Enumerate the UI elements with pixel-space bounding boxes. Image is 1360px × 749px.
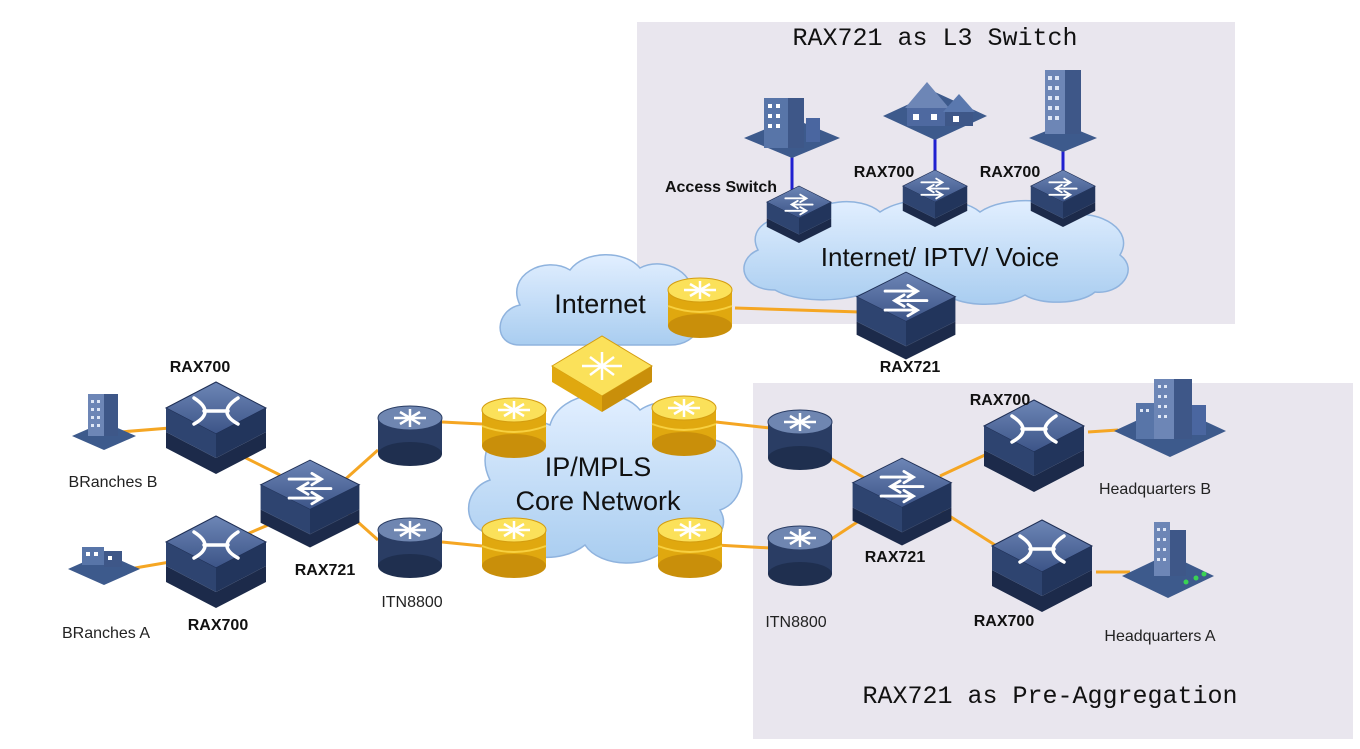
branches-a-label: BRanches A (62, 625, 150, 642)
itn8800-left-top-device (376, 404, 444, 468)
link-branch-a-rax700 (134, 560, 171, 570)
headquarters-b-building-icon (1114, 379, 1226, 457)
link-gold-itn-right-top (715, 420, 771, 430)
rax700-top-right-label: RAX700 (980, 164, 1041, 181)
core-network-label-line2: Core Network (515, 486, 681, 516)
core-network-label-line1: IP/MPLS (545, 452, 652, 482)
gold-router-core-right-bottom (656, 516, 724, 580)
branches-b-label: BRanches B (69, 474, 158, 491)
link-rax700-right-top-hqb (1087, 428, 1119, 434)
link-branch-b-rax700 (119, 426, 171, 434)
service-cloud-label: Internet/ IPTV/ Voice (821, 242, 1059, 272)
rax700-top-mid-label: RAX700 (854, 164, 915, 181)
link-rax721-rax700-right-top (939, 453, 986, 478)
building-tower-icon (1029, 70, 1097, 152)
rax721-right-label: RAX721 (865, 549, 926, 566)
internet-cloud-label: Internet (554, 289, 646, 319)
rax700-right-bottom-label: RAX700 (974, 613, 1035, 630)
link-gold-internet-rax721 (734, 306, 861, 314)
internet-cloud: Internet (499, 254, 701, 346)
rax700-left-top-label: RAX700 (170, 359, 231, 376)
branches-b-building-icon (72, 394, 136, 450)
headquarters-b-label: Headquarters B (1099, 481, 1211, 498)
gold-diamond-router (550, 334, 654, 414)
itn8800-left-bottom-device (376, 516, 444, 580)
gold-router-core-right-top (650, 394, 718, 458)
link-gold-itn-right-bottom (715, 543, 771, 550)
building-house-icon (883, 82, 987, 140)
gold-router-core-left-top (480, 396, 548, 460)
rax721-left-label: RAX721 (295, 562, 356, 579)
rax700-left-bottom-device (164, 514, 268, 610)
service-cloud: Internet/ IPTV/ Voice (743, 198, 1129, 305)
itn8800-left-label: ITN8800 (381, 594, 442, 611)
link-rax700-top-rax721 (239, 453, 281, 477)
branches-a-building-icon (68, 547, 140, 585)
link-itn-bottom-gold (441, 540, 483, 548)
link-itn-right-top-rax721 (829, 456, 869, 482)
gold-router-internet (666, 276, 734, 340)
link-itn-top-gold (441, 420, 483, 426)
rax721-top-label: RAX721 (880, 359, 941, 376)
l3-switch-region-title: RAX721 as L3 Switch (792, 24, 1077, 53)
access-switch-label: Access Switch (665, 179, 777, 196)
itn8800-right-bottom-device (766, 524, 834, 588)
itn8800-right-label: ITN8800 (765, 614, 826, 631)
pre-aggregation-region-title: RAX721 as Pre-Aggregation (862, 682, 1237, 711)
gold-router-core-left-bottom (480, 516, 548, 580)
building-office-icon (744, 98, 840, 158)
rax700-right-top-label: RAX700 (970, 392, 1031, 409)
headquarters-a-label: Headquarters A (1104, 628, 1216, 645)
itn8800-right-top-device (766, 408, 834, 472)
rax700-left-bottom-label: RAX700 (188, 617, 249, 634)
headquarters-a-building-icon (1122, 522, 1214, 598)
